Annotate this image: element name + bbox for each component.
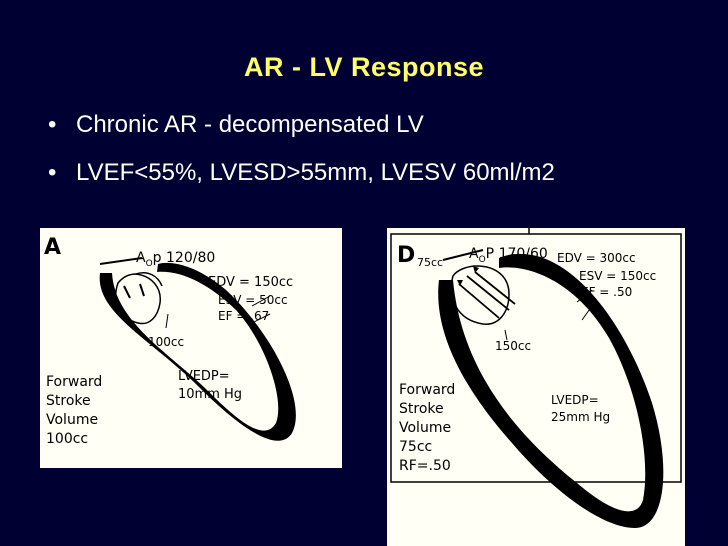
aortic-pressure-subscript: O bbox=[146, 259, 153, 269]
small-volume-label: 75cc bbox=[417, 256, 443, 269]
bullet-list: • Chronic AR - decompensated LV • LVEF<5… bbox=[48, 113, 555, 209]
pointer-line bbox=[165, 313, 169, 329]
ef-label: EF = .50 bbox=[581, 285, 632, 299]
aortic-pressure-value: p 120/80 bbox=[153, 250, 216, 266]
aorta-line bbox=[442, 249, 484, 261]
panel-letter: D bbox=[397, 243, 415, 268]
aortic-root-shape bbox=[115, 273, 161, 325]
aortic-pressure-label: AOp 120/80 bbox=[136, 250, 215, 269]
bullet-text: LVEF<55%, LVESD>55mm, LVESV 60ml/m2 bbox=[76, 159, 555, 186]
valve-leaflet-shape bbox=[123, 283, 145, 299]
edv-label: EDV = 300cc bbox=[557, 251, 636, 265]
aortic-pressure-label: AOP 170/60 bbox=[469, 246, 548, 265]
forward-volume-line: Forward bbox=[46, 374, 102, 390]
forward-volume-line: Stroke bbox=[399, 401, 444, 417]
aortic-pressure-value: P 170/60 bbox=[486, 246, 548, 262]
figure-panel-d: D 75cc AOP 170/60 EDV = 300cc ESV = 150c… bbox=[387, 228, 685, 546]
regurgitant-volume-label: 150cc bbox=[495, 339, 531, 353]
lvedp-value: 25mm Hg bbox=[551, 410, 610, 424]
lv-wall-shape bbox=[99, 262, 296, 441]
aortic-pressure-letter: A bbox=[469, 246, 479, 262]
slide-title: AR - LV Response bbox=[243, 52, 485, 82]
lvedp-label: LVEDP= bbox=[178, 369, 230, 384]
ef-label: EF = .67 bbox=[218, 309, 269, 323]
lvedp-value: 10mm Hg bbox=[178, 387, 242, 402]
jet-arrow-shape bbox=[458, 271, 516, 319]
panel-letter: A bbox=[44, 235, 61, 260]
aortic-pressure-subscript: O bbox=[479, 255, 486, 265]
lv-wall-shape bbox=[438, 253, 664, 529]
bullet-text: Chronic AR - decompensated LV bbox=[76, 111, 424, 138]
forward-volume-line: RF=.50 bbox=[399, 458, 451, 474]
bullet-dot-icon: • bbox=[48, 159, 57, 186]
bullet-item: • LVEF<55%, LVESD>55mm, LVESV 60ml/m2 bbox=[48, 161, 555, 185]
lvedp-label: LVEDP= bbox=[551, 393, 599, 407]
jet-arrow-shape bbox=[457, 266, 479, 286]
bullet-item: • Chronic AR - decompensated LV bbox=[48, 113, 555, 137]
bullet-dot-icon: • bbox=[48, 111, 57, 138]
pointer-line bbox=[576, 289, 593, 303]
regurgitant-volume-label: 100cc bbox=[148, 335, 184, 349]
aortic-root-shape bbox=[450, 265, 510, 325]
esv-label: ESV = 50cc bbox=[218, 293, 288, 307]
forward-volume-line: 100cc bbox=[46, 431, 88, 447]
figure-panel-a: A AOp 120/80 EDV = 150cc ESV = 50cc EF =… bbox=[40, 228, 342, 468]
aortic-root-shape bbox=[135, 272, 163, 287]
lv-diagram-d: D 75cc AOP 170/60 EDV = 300cc ESV = 150c… bbox=[390, 228, 682, 529]
lv-diagram-a: A AOp 120/80 EDV = 150cc ESV = 50cc EF =… bbox=[44, 235, 296, 447]
forward-volume-line: Forward bbox=[399, 382, 455, 398]
edv-label: EDV = 150cc bbox=[208, 275, 293, 290]
pointer-line bbox=[251, 295, 271, 307]
esv-label: ESV = 150cc bbox=[579, 269, 656, 283]
forward-volume-line: Stroke bbox=[46, 393, 91, 409]
forward-volume-line: Volume bbox=[399, 420, 451, 436]
pointer-line bbox=[249, 313, 271, 325]
forward-volume-line: 75cc bbox=[399, 439, 432, 455]
forward-volume-line: Volume bbox=[46, 412, 98, 428]
aortic-pressure-letter: A bbox=[136, 250, 146, 266]
pointer-line bbox=[504, 329, 508, 341]
aorta-line bbox=[99, 257, 143, 265]
pointer-line bbox=[581, 305, 593, 321]
